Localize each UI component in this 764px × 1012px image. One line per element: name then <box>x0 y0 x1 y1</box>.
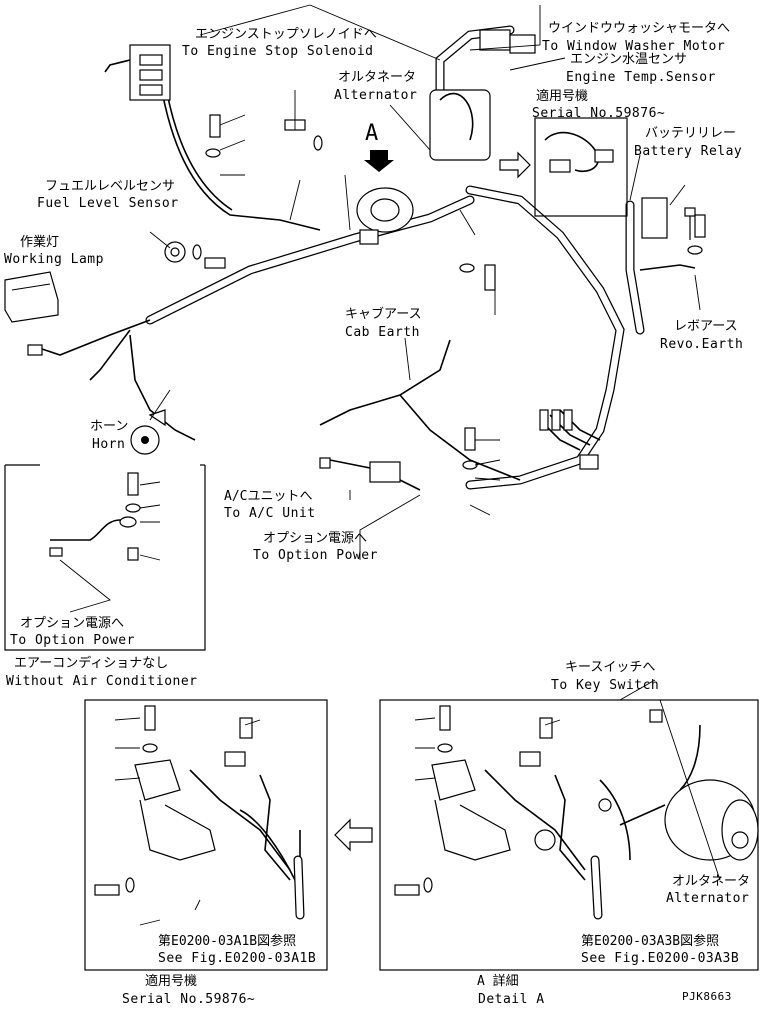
view-marker-a: A <box>365 121 378 146</box>
drawing-code: PJK8663 <box>682 990 732 1003</box>
engine-temp-jp: エンジン水温センサ <box>570 52 687 67</box>
revo-earth-jp: レボアース <box>674 319 738 334</box>
battery-relay-jp: バッテリリレー <box>645 126 736 141</box>
option-power-inset-jp: オプション電源へ <box>20 616 124 631</box>
view-arrow-a <box>364 150 394 172</box>
working-lamp-jp: 作業灯 <box>20 234 59 250</box>
option-power-main-en: To Option Power <box>253 548 378 563</box>
option-power-main-jp: オプション電源へ <box>263 531 367 546</box>
fuel-level-en: Fuel Level Sensor <box>37 196 179 211</box>
working-lamp-en: Working Lamp <box>4 252 104 267</box>
fig-left-en: See Fig.E0200-03A1B <box>158 951 316 966</box>
horn-en: Horn <box>92 437 125 452</box>
fig-right-jp: 第E0200-03A3B図参照 <box>581 933 719 949</box>
fuel-level-sensor <box>164 241 186 263</box>
alternator-main <box>356 187 414 245</box>
ac-unit-en: To A/C Unit <box>224 506 316 521</box>
alternator-detail-jp: オルタネータ <box>672 874 750 889</box>
battery-relay-en: Battery Relay <box>634 144 742 159</box>
key-switch-en: To Key Switch <box>551 678 659 693</box>
detail-a-jp: A 詳細 <box>477 973 519 989</box>
option-power-inset-en: To Option Power <box>10 633 135 648</box>
battery-relay-part <box>641 197 696 240</box>
engine-temp-en: Engine Temp.Sensor <box>566 70 716 85</box>
fuel-level-jp: フュエルレベルセンサ <box>45 179 175 194</box>
harness-right-connectors <box>319 409 599 483</box>
alternator-top-jp: オルタネータ <box>338 70 416 85</box>
serial-top-jp: 適用号機 <box>536 88 588 104</box>
main-harness <box>29 25 696 491</box>
detail-a-en: Detail A <box>478 992 545 1007</box>
without-ac-jp: エアーコンディショナなし <box>14 655 168 671</box>
main-bolts <box>192 114 706 470</box>
inset-arrow <box>334 818 373 852</box>
serial-bottom-jp: 適用号機 <box>145 973 197 989</box>
without-ac-en: Without Air Conditioner <box>6 674 198 689</box>
engine-stop-solenoid-connectors <box>104 44 171 101</box>
fig-left-jp: 第E0200-03A1B図参照 <box>158 933 296 949</box>
horn-part <box>130 409 166 455</box>
labels: エンジンストップソレノイドへ To Engine Stop Solenoid ウ… <box>4 21 750 1007</box>
serial-top-en: Serial No.59876~ <box>532 106 665 121</box>
serial-bottom-en: Serial No.59876~ <box>122 992 255 1007</box>
engine-stop-jp: エンジンストップソレノイドへ <box>195 27 377 42</box>
leader-lines <box>149 4 701 560</box>
revo-earth-en: Revo.Earth <box>660 337 743 352</box>
engine-temp-cluster <box>429 29 536 161</box>
key-switch-jp: キースイッチへ <box>565 660 655 675</box>
working-lamp-part <box>4 271 59 356</box>
engine-stop-en: To Engine Stop Solenoid <box>182 44 374 59</box>
horn-jp: ホーン <box>90 419 128 434</box>
alternator-detail-en: Alternator <box>666 891 749 906</box>
window-washer-jp: ウインドウウォッシャモータへ <box>548 21 730 36</box>
cab-earth-jp: キャブアース <box>345 306 422 322</box>
without-ac-inset <box>4 464 206 651</box>
window-washer-en: To Window Washer Motor <box>542 39 725 54</box>
alternator-top-en: Alternator <box>334 88 417 103</box>
serial-detail-box <box>499 117 628 217</box>
serial-bottom-inset <box>84 699 328 971</box>
fig-right-en: See Fig.E0200-03A3B <box>581 951 739 966</box>
ac-unit-jp: A/Cユニットへ <box>224 489 312 504</box>
cab-earth-en: Cab Earth <box>345 325 420 340</box>
detail-a-inset <box>379 679 759 971</box>
